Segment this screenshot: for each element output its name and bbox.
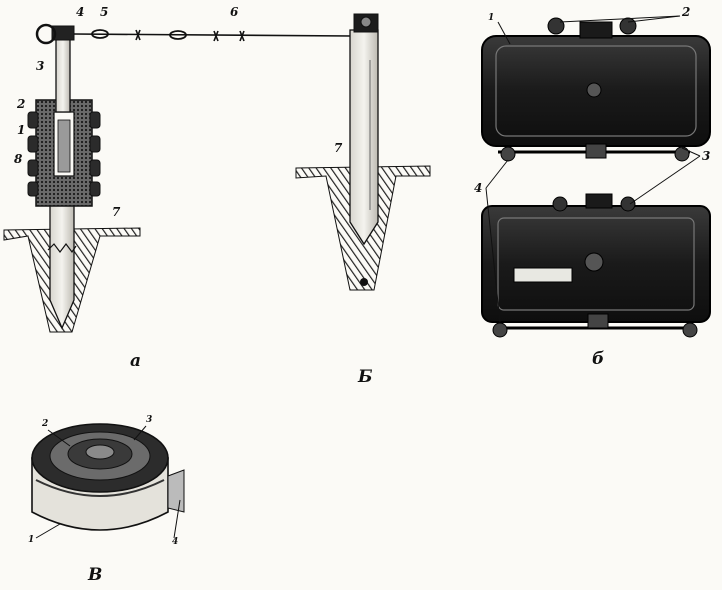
panel-V-caption: В <box>88 565 103 585</box>
panel-B-stake <box>349 29 379 246</box>
panel-V-callout-2: 2 <box>42 419 49 429</box>
panel-a-stake <box>49 199 75 330</box>
panel-V-callout-3: 3 <box>146 415 153 425</box>
panel-a-callout-3: 3 <box>36 59 45 73</box>
panel-a-pull-ring <box>35 23 57 45</box>
panel-b-caption: б <box>592 349 605 369</box>
panel-a-callout-2: 2 <box>17 97 26 111</box>
panel-B-caption: Б <box>358 367 373 387</box>
panel-b-callout-1: 1 <box>488 13 495 23</box>
panel-V-callout-1: 1 <box>28 535 35 545</box>
panel-a-callout-1: 1 <box>17 123 26 137</box>
panel-a-rings <box>27 111 101 197</box>
panel-a-drawing <box>3 23 353 333</box>
panel-a-caption: а <box>130 351 142 371</box>
panel-a-callout-8: 8 <box>14 152 23 166</box>
panel-b-drawing <box>481 15 711 338</box>
panel-b-legs-top <box>498 143 690 162</box>
panel-V-callout-4: 4 <box>172 537 179 547</box>
panel-a-callout-4: 4 <box>76 5 85 19</box>
panel-b-callout-2: 2 <box>682 5 691 19</box>
panel-b-callout-3: 3 <box>702 149 711 163</box>
panel-b-bottom-detonators <box>552 193 636 212</box>
panel-b-callout-4: 4 <box>474 181 483 195</box>
panel-a-tripwire <box>73 29 353 42</box>
panel-b-legs-bottom <box>492 313 698 338</box>
panel-V-drawing <box>31 423 185 539</box>
panel-a-fuse <box>55 29 71 113</box>
panel-B-drawing <box>295 13 431 291</box>
panel-a-callout-6: 6 <box>230 5 239 19</box>
panel-B-callout-7: 7 <box>334 141 343 155</box>
panel-a-callout-7: 7 <box>112 205 121 219</box>
panel-a-callout-5: 5 <box>100 5 109 19</box>
